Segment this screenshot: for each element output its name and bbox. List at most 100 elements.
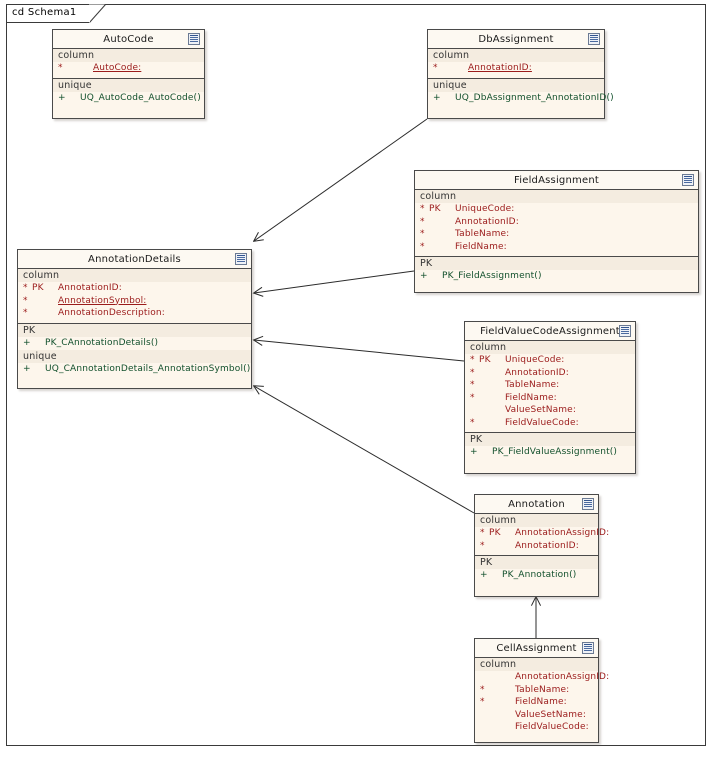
operation-visibility: + bbox=[480, 570, 488, 580]
attribute-row: *AnnotationSymbol: bbox=[18, 295, 251, 308]
compartment-stereotype: column bbox=[428, 49, 604, 62]
attribute-name: AnnotationID: bbox=[455, 216, 519, 227]
attribute-row: * AnnotationID: bbox=[475, 540, 598, 553]
attribute-row: *FieldName: bbox=[465, 392, 635, 405]
table-icon bbox=[582, 642, 594, 654]
attribute-name: AnnotationID: bbox=[515, 540, 579, 551]
uml-class-title: AnnotationDetails bbox=[88, 253, 181, 265]
attribute-name: ValueSetName: bbox=[515, 709, 587, 720]
table-icon bbox=[619, 325, 631, 337]
attribute-name: ValueSetName: bbox=[505, 405, 577, 415]
operation-name: UQ_CAnnotationDetails_AnnotationSymbol() bbox=[45, 363, 251, 374]
operation-visibility: + bbox=[470, 447, 478, 457]
uml-class-header[interactable]: AutoCode bbox=[53, 30, 204, 49]
uml-class-title: AutoCode bbox=[103, 33, 154, 45]
attribute-name: AnnotationID: bbox=[468, 63, 532, 73]
attribute-required-marker: * bbox=[470, 355, 475, 365]
compartment-stereotype: unique bbox=[18, 349, 251, 363]
attribute-row: *TableName: bbox=[475, 684, 598, 697]
attribute-required-marker: * bbox=[420, 204, 425, 214]
attribute-name: TableName: bbox=[505, 380, 560, 390]
attribute-row: * PK UniqueCode: bbox=[465, 354, 635, 367]
frame-tab bbox=[6, 4, 90, 23]
attribute-row: *AutoCode: bbox=[53, 62, 204, 75]
attribute-name: AnnotationAssignID: bbox=[515, 672, 610, 682]
operation-row: + PK_CAnnotationDetails() bbox=[18, 337, 251, 350]
attribute-name: FieldName: bbox=[515, 697, 567, 707]
uml-compartment: unique+UQ_AutoCode_AutoCode() bbox=[53, 78, 204, 108]
uml-class-header[interactable]: CellAssignment bbox=[475, 639, 598, 658]
attribute-required-marker: * bbox=[470, 417, 475, 428]
uml-class-title: CellAssignment bbox=[496, 642, 577, 654]
attribute-name: FieldName: bbox=[505, 392, 557, 403]
operation-visibility: + bbox=[58, 92, 66, 103]
uml-class-header[interactable]: FieldValueCodeAssignment bbox=[465, 322, 635, 341]
uml-class-header[interactable]: AnnotationDetails bbox=[18, 250, 251, 269]
compartment-stereotype: column bbox=[53, 49, 204, 62]
attribute-row: *TableName: bbox=[465, 379, 635, 392]
compartment-stereotype: PK bbox=[18, 323, 251, 337]
compartment-stereotype: column bbox=[475, 658, 598, 671]
operation-name: UQ_AutoCode_AutoCode() bbox=[80, 92, 201, 103]
compartment-stereotype: PK bbox=[475, 556, 598, 569]
attribute-row: *AnnotationID: bbox=[465, 367, 635, 380]
table-icon bbox=[582, 498, 594, 510]
uml-class-header[interactable]: FieldAssignment bbox=[415, 171, 698, 190]
uml-class-header[interactable]: DbAssignment bbox=[428, 30, 604, 49]
attribute-required-marker: * bbox=[433, 63, 438, 73]
uml-compartment: PK+PK_CAnnotationDetails()unique+UQ_CAnn… bbox=[18, 323, 251, 379]
operation-name: PK_FieldValueAssignment() bbox=[492, 447, 618, 457]
attribute-row: FieldValueCode: bbox=[475, 721, 598, 734]
operation-row: + UQ_AutoCode_AutoCode() bbox=[53, 92, 204, 105]
attribute-name: TableName: bbox=[455, 229, 510, 239]
attribute-name: TableName: bbox=[515, 684, 570, 695]
compartment-stereotype: unique bbox=[428, 78, 604, 92]
attribute-pk-marker: PK bbox=[32, 283, 44, 293]
operation-row: + UQ_CAnnotationDetails_AnnotationSymbol(… bbox=[18, 363, 251, 376]
uml-class-header[interactable]: Annotation bbox=[475, 495, 598, 514]
uml-compartment: unique+UQ_DbAssignment_AnnotationID() bbox=[428, 78, 614, 108]
operation-visibility: + bbox=[23, 337, 31, 348]
attribute-required-marker: * bbox=[480, 540, 485, 551]
attribute-row: ValueSetName: bbox=[475, 709, 598, 722]
operation-row: + PK_FieldValueAssignment() bbox=[465, 446, 635, 459]
uml-class-title: DbAssignment bbox=[478, 33, 554, 45]
attribute-row: * AnnotationID: bbox=[415, 216, 698, 229]
attribute-required-marker: * bbox=[420, 229, 425, 239]
attribute-name: FieldName: bbox=[455, 241, 507, 252]
attribute-pk-marker: PK bbox=[479, 355, 491, 365]
frame-tab-corner bbox=[89, 4, 109, 24]
operation-visibility: + bbox=[23, 363, 31, 374]
attribute-pk-marker: PK bbox=[489, 528, 501, 538]
attribute-row: * AnnotationID: bbox=[428, 62, 604, 75]
attribute-name: FieldValueCode: bbox=[505, 417, 579, 428]
operation-name: PK_CAnnotationDetails() bbox=[45, 337, 159, 348]
uml-class-title: FieldAssignment bbox=[514, 174, 599, 186]
operation-row: +PK_FieldAssignment() bbox=[415, 270, 698, 283]
uml-class-dbassignment[interactable]: DbAssignment column* AnnotationID: unique+U… bbox=[427, 29, 614, 119]
attribute-row: * FieldValueCode: bbox=[465, 417, 635, 430]
attribute-row: * TableName: bbox=[415, 228, 698, 241]
attribute-required-marker: * bbox=[58, 63, 63, 73]
compartment-stereotype: PK bbox=[465, 433, 635, 446]
table-icon bbox=[682, 174, 694, 186]
compartment-stereotype: column bbox=[18, 269, 251, 282]
attribute-name: UniqueCode: bbox=[505, 355, 565, 365]
attribute-required-marker: * bbox=[420, 216, 425, 227]
operation-visibility: + bbox=[420, 271, 428, 281]
operation-row: +PK_Annotation() bbox=[475, 569, 598, 582]
attribute-row: *FieldName: bbox=[415, 241, 698, 254]
